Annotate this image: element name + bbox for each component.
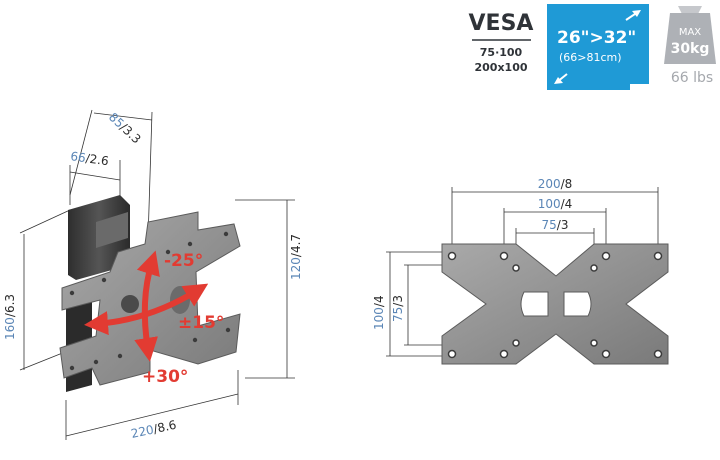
swivel-arrow-icon: [84, 283, 209, 336]
front-height-75-inch: /3: [391, 295, 405, 307]
front-height-100-inch: /4: [372, 295, 386, 307]
front-width-200-value: 200: [538, 177, 561, 191]
front-height-100-label: 100/4: [372, 295, 386, 330]
screen-size-background: [547, 4, 649, 90]
svg-text:120/4.7: 120/4.7: [289, 234, 303, 280]
height-dim-inch: /6.3: [3, 294, 17, 317]
tilt-down-label: +30°: [142, 367, 188, 387]
svg-text:100/4: 100/4: [372, 295, 386, 330]
vesa-badge: VESA 75·100 200x100: [469, 11, 534, 74]
vesa-plate: [441, 243, 669, 365]
motion-arrows: [84, 250, 209, 362]
iso-dimension-lines: [19, 109, 295, 440]
svg-text:220/8.6: 220/8.6: [130, 418, 178, 441]
pivot-joint: [121, 295, 139, 313]
weight-badge: MAX 30kg 66 lbs: [664, 6, 716, 86]
plate-width-dim-inch: /8.6: [152, 418, 178, 437]
wall-dim-label: 66/2.6: [70, 149, 110, 168]
front-view: 200/8 100/4 75/3 100/4 75/3: [372, 177, 669, 365]
front-width-100-label: 100/4: [538, 197, 573, 211]
front-width-200-label: 200/8: [538, 177, 573, 191]
plate-holes: [69, 231, 231, 371]
depth-dim-label: 85/3.3: [106, 110, 144, 146]
plate-width-dim-value: 220: [130, 422, 155, 440]
plate-height-dim-inch: /4.7: [289, 234, 303, 257]
plate-width-dim-label: 220/8.6: [130, 418, 178, 441]
vesa-line1: 75·100: [480, 46, 523, 59]
wall-dim-value: 66: [70, 149, 87, 165]
front-width-75-label: 75/3: [542, 218, 569, 232]
wall-dim-inch: /2.6: [85, 151, 110, 168]
vesa-holes: [447, 251, 663, 359]
vesa-line2: 200x100: [474, 61, 527, 74]
svg-text:160/6.3: 160/6.3: [3, 294, 17, 340]
front-width-100-value: 100: [538, 197, 561, 211]
bracket-highlight: [96, 212, 128, 248]
plate-height-dim-value: 120: [289, 257, 303, 280]
diagonal-arrow-icon: [554, 10, 641, 84]
swivel-label: ±15°: [178, 313, 224, 333]
height-dim-label: 160/6.3: [3, 294, 17, 340]
weight-kg: 30kg: [671, 41, 710, 57]
weight-max-label: MAX: [679, 27, 701, 38]
svg-text:85/3.3: 85/3.3: [106, 110, 144, 146]
front-width-100-inch: /4: [561, 197, 573, 211]
weight-handle-icon: [678, 6, 702, 14]
front-width-200-inch: /8: [561, 177, 573, 191]
screen-size-badge: 26">32" (66>81cm): [547, 4, 649, 90]
tilt-up-label: -25°: [164, 251, 203, 271]
front-width-75-inch: /3: [557, 218, 569, 232]
front-width-75-value: 75: [542, 218, 557, 232]
front-height-75-value: 75: [391, 307, 405, 322]
screen-size-range: 26">32": [557, 28, 636, 48]
weight-lbs: 66 lbs: [671, 70, 713, 86]
front-height-100-value: 100: [372, 307, 386, 330]
svg-text:66/2.6: 66/2.6: [70, 149, 110, 168]
isometric-view: 85/3.3 66/2.6 160/6.3 120/4.7 220/8.6 -2…: [3, 109, 303, 441]
screen-size-range-cm: (66>81cm): [559, 51, 622, 64]
weight-icon: [664, 13, 716, 64]
height-dim-value: 160: [3, 317, 17, 340]
svg-text:75/3: 75/3: [391, 295, 405, 322]
center-slot-right: [563, 291, 592, 317]
front-height-75-label: 75/3: [391, 295, 405, 322]
center-slot-left: [520, 291, 549, 317]
vesa-title: VESA: [469, 11, 534, 36]
plate-height-dim-label: 120/4.7: [289, 234, 303, 280]
